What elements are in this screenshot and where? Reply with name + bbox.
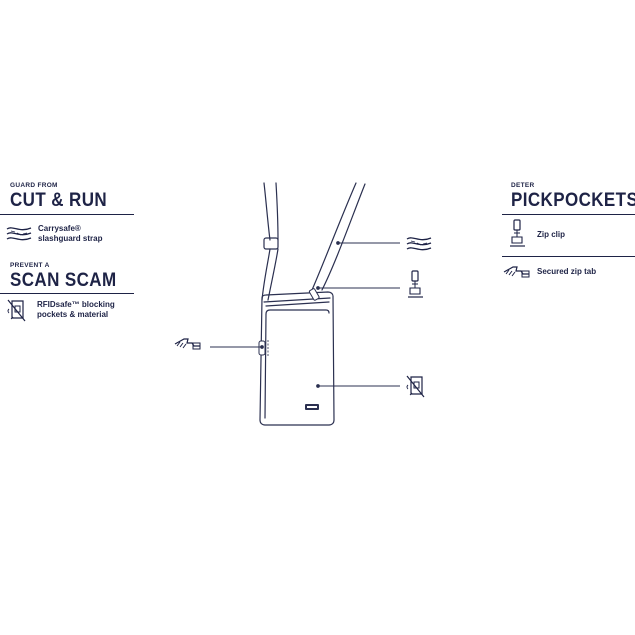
kicker-prevent-a: PREVENT A <box>10 262 50 269</box>
headline-pickpockets: PICKPOCKETS <box>511 189 635 211</box>
kicker-guard-from: GUARD FROM <box>10 182 58 189</box>
callout-dot <box>316 384 320 388</box>
divider <box>0 214 134 215</box>
left-strap-lower <box>261 248 271 301</box>
feature-carrysafe-line1: Carrysafe® <box>38 224 81 233</box>
bag-body <box>259 291 335 426</box>
brand-badge-mark <box>307 406 317 408</box>
callout-dot <box>260 345 264 349</box>
headline-scan-scam: SCAN SCAM <box>10 269 117 291</box>
front-pocket-top <box>265 309 330 315</box>
front-pocket-side <box>264 313 267 419</box>
rfid-block-icon <box>406 375 426 399</box>
callout-dot <box>316 286 320 290</box>
left-strap-upper <box>263 182 271 241</box>
zip-clip-icon <box>406 270 426 300</box>
secured-zip-tab-icon <box>503 263 533 279</box>
divider <box>0 293 134 294</box>
callout-dot <box>336 241 340 245</box>
secured-zip-tab-icon <box>174 335 204 351</box>
feature-rfidsafe-line2: pockets & material <box>37 310 109 319</box>
left-strap-upper-edge <box>275 182 279 241</box>
divider <box>502 256 635 257</box>
feature-carrysafe-label: Carrysafe® slashguard strap <box>38 224 102 244</box>
divider <box>502 214 635 215</box>
kicker-deter: DETER <box>511 182 535 189</box>
feature-secured-zip-tab-label: Secured zip tab <box>537 267 597 276</box>
headline-cut-and-run: CUT & RUN <box>10 189 108 211</box>
strap-adjuster <box>263 237 279 250</box>
slashguard-strap-icon <box>405 233 433 255</box>
feature-zip-clip-label: Zip clip <box>537 230 565 239</box>
rfid-block-icon <box>7 299 27 323</box>
feature-rfidsafe-label: RFIDsafe™ blocking pockets & material <box>37 300 115 320</box>
top-zip-pull <box>308 288 320 301</box>
left-strap-lower-edge <box>267 248 279 301</box>
feature-rfidsafe-line1: RFIDsafe™ blocking <box>37 300 115 309</box>
right-strap-inner <box>321 183 366 291</box>
feature-carrysafe-line2: slashguard strap <box>38 234 103 243</box>
zip-clip-icon <box>508 219 528 249</box>
right-strap-outer <box>311 182 357 291</box>
slashguard-strap-icon <box>5 223 33 245</box>
top-zipper <box>263 297 331 303</box>
top-zipper-edge <box>265 301 330 307</box>
